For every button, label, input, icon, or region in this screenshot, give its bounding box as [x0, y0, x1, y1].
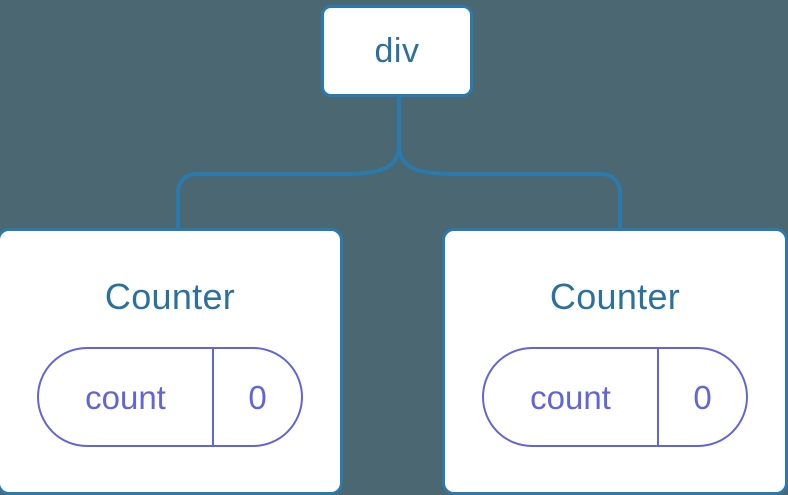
node-counter-right-title: Counter — [549, 276, 681, 317]
state-key-right: count — [484, 349, 659, 445]
node-counter-right[interactable]: Counter count 0 — [442, 228, 788, 495]
node-counter-left[interactable]: Counter count 0 — [0, 228, 343, 495]
state-pill-left: count 0 — [37, 347, 303, 447]
state-pill-right: count 0 — [482, 347, 748, 447]
state-value-right: 0 — [693, 378, 712, 416]
state-key-left: count — [39, 349, 214, 445]
node-div[interactable]: div — [321, 5, 473, 97]
edge-to-counter-right — [397, 144, 622, 233]
node-div-label: div — [374, 32, 420, 70]
node-counter-left-title: Counter — [104, 276, 236, 317]
state-value-left: 0 — [248, 378, 267, 416]
edge-to-counter-left — [176, 144, 401, 233]
